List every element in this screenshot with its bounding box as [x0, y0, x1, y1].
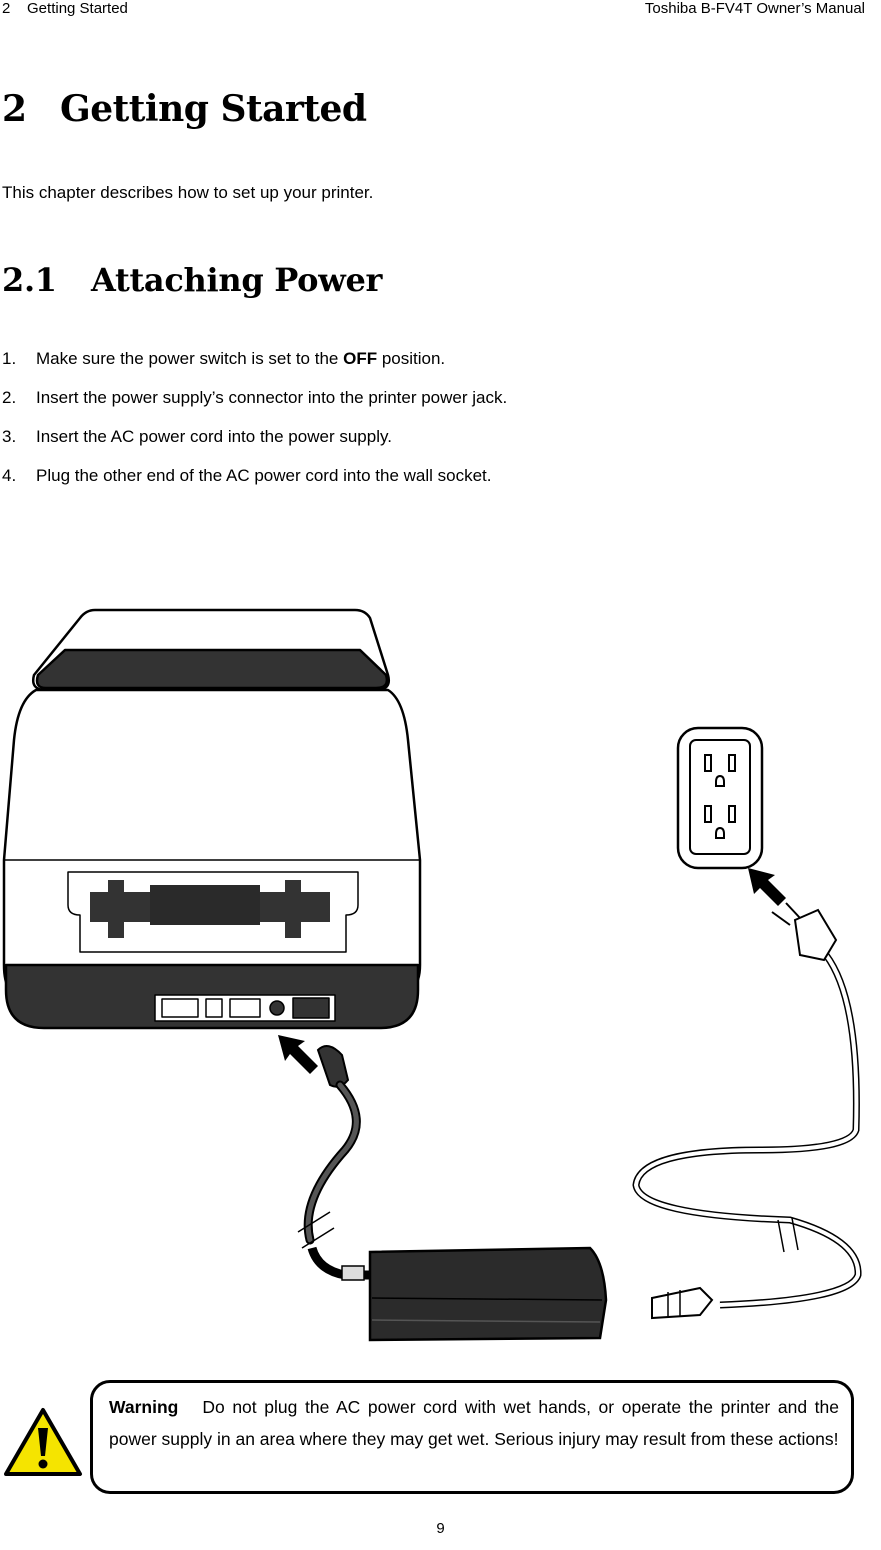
arrow-icon: [748, 868, 786, 906]
warning-text: Do not plug the AC power cord with wet h…: [109, 1397, 839, 1449]
page-number: 9: [436, 1520, 445, 1537]
step-number: 3.: [2, 427, 17, 446]
step-number: 1.: [2, 349, 17, 368]
step-number: 2.: [2, 388, 17, 407]
step-item: 2. Insert the power supply’s connector in…: [2, 386, 507, 425]
steps-list: 1. Make sure the power switch is set to t…: [2, 347, 507, 503]
wall-outlet-icon: [676, 726, 764, 870]
warning-label: Warning: [109, 1397, 179, 1417]
step-text: position.: [377, 349, 446, 368]
chapter-intro: This chapter describes how to set up you…: [2, 183, 374, 202]
ac-plug-icon: [632, 902, 862, 1320]
step-text: Insert the power supply’s connector into…: [36, 388, 508, 407]
chapter-number: 2: [2, 88, 27, 130]
power-connection-figure: [2, 608, 862, 1342]
warning-triangle-icon: [4, 1408, 82, 1476]
section-heading: 2.1 Attaching Power: [2, 261, 382, 299]
section-title: Attaching Power: [91, 261, 383, 299]
step-text: Make sure the power switch is set to the: [36, 349, 344, 368]
chapter-title: Getting Started: [60, 88, 367, 130]
step-number: 4.: [2, 466, 17, 485]
step-item: 4. Plug the other end of the AC power cor…: [2, 464, 507, 503]
step-item: 3. Insert the AC power cord into the powe…: [2, 425, 507, 464]
power-adapter-icon: [368, 1246, 608, 1342]
section-number: 2.1: [2, 261, 57, 299]
chapter-heading: 2 Getting Started: [2, 88, 367, 130]
step-emphasis: OFF: [343, 349, 378, 368]
step-item: 1. Make sure the power switch is set to t…: [2, 347, 507, 386]
printer-illustration: [2, 608, 422, 1030]
step-text: Plug the other end of the AC power cord …: [36, 466, 492, 485]
dc-plug-icon: [297, 1045, 370, 1281]
step-text: Insert the AC power cord into the power …: [36, 427, 392, 446]
header-manual-title: Toshiba B-FV4T Owner’s Manual: [644, 0, 865, 17]
arrow-icon: [278, 1035, 318, 1074]
page-header: 2 Getting Started Toshiba B-FV4T Owner’s…: [0, 0, 865, 24]
header-section: 2 Getting Started: [2, 0, 128, 17]
